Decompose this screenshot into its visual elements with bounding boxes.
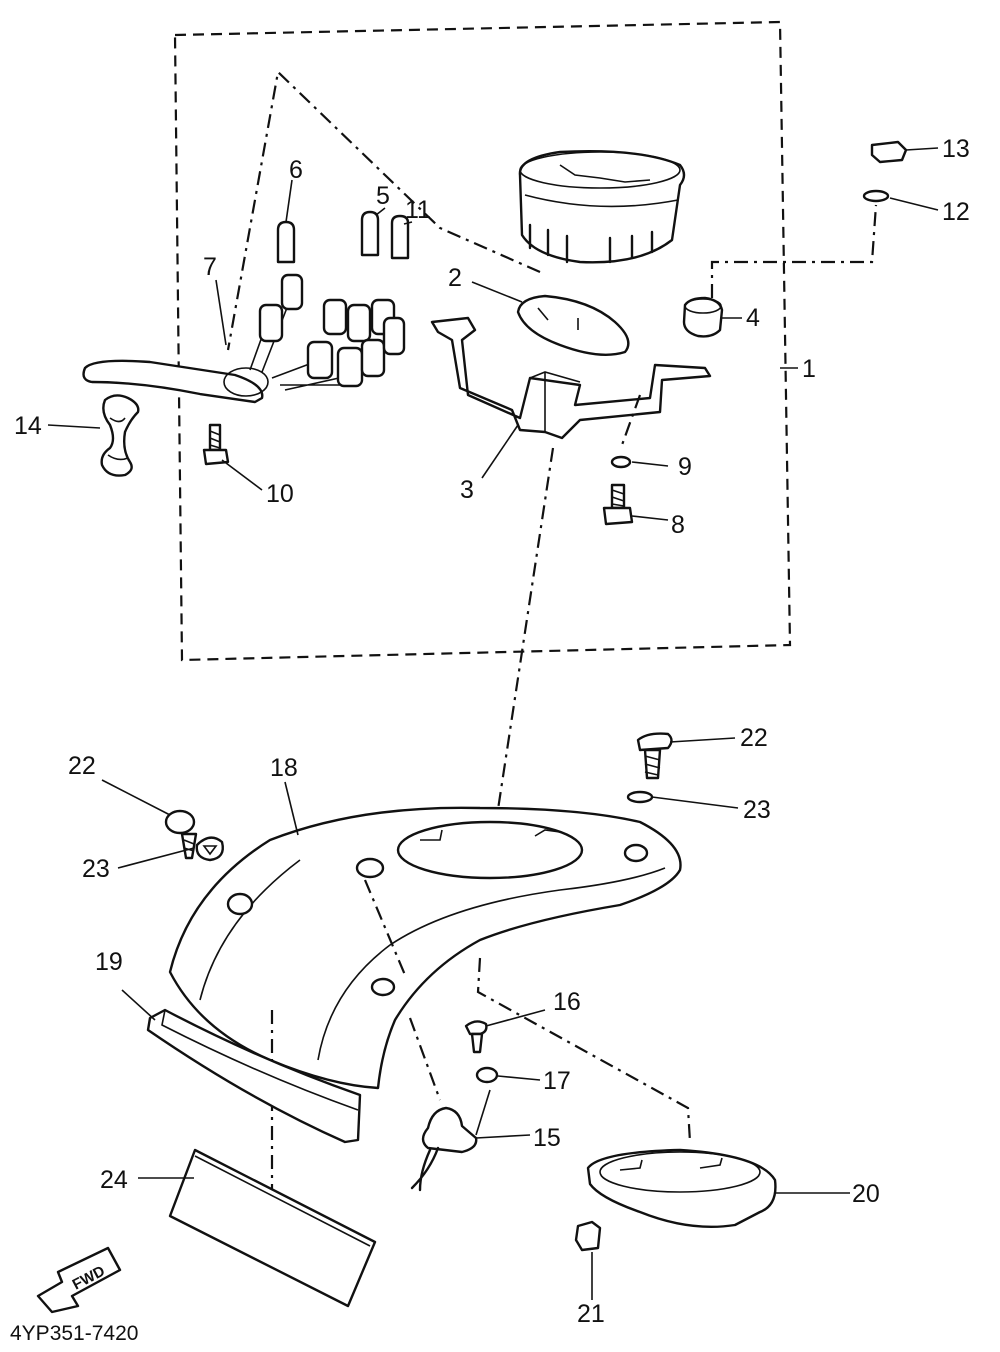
leader-lines (47, 147, 939, 1300)
callout-22-right: 22 (740, 724, 768, 752)
screw-16 (464, 1020, 488, 1054)
callout-11: 11 (405, 196, 431, 224)
callout-15: 15 (533, 1124, 561, 1152)
meter-bracket (430, 316, 712, 440)
callout-8: 8 (671, 511, 685, 539)
screw-10 (202, 423, 230, 466)
callout-20: 20 (852, 1180, 880, 1208)
callout-6: 6 (289, 156, 303, 184)
wire-harness (82, 273, 406, 404)
drawing-code: 4YP351-7420 (10, 1322, 138, 1345)
callout-22-left: 22 (68, 752, 96, 780)
callout-2: 2 (448, 264, 462, 292)
callout-12: 12 (942, 198, 970, 226)
clip-21 (574, 1220, 602, 1252)
washer-9 (610, 455, 632, 469)
callout-4: 4 (746, 304, 760, 332)
callout-23-right: 23 (743, 796, 771, 824)
nut-13 (870, 140, 908, 164)
callout-17: 17 (543, 1067, 571, 1095)
callout-23-left: 23 (82, 855, 110, 883)
washer-23-right (626, 790, 654, 804)
meter-cover-18 (168, 806, 682, 1090)
bulb-6 (276, 220, 296, 264)
washer-17 (475, 1066, 499, 1084)
panel-24 (168, 1148, 377, 1308)
washer-12 (862, 189, 890, 203)
callout-1: 1 (802, 355, 816, 383)
assembly-boundary (173, 20, 792, 662)
screw-22-left (164, 809, 198, 860)
bulb-5 (360, 210, 380, 257)
callout-7: 7 (203, 253, 217, 281)
grommet-23-left (195, 836, 224, 862)
callout-13: 13 (942, 135, 970, 163)
forward-arrow: FWD (36, 1246, 122, 1314)
callout-24: 24 (100, 1166, 128, 1194)
screw-22-right (636, 732, 673, 780)
callout-16: 16 (553, 988, 581, 1016)
callout-19: 19 (95, 948, 123, 976)
callout-21: 21 (577, 1300, 605, 1328)
callout-3: 3 (460, 476, 474, 504)
ring-20 (586, 1148, 777, 1228)
callout-10: 10 (266, 480, 294, 508)
seal-strip-19 (146, 1008, 362, 1144)
meter-unit (518, 150, 686, 264)
screw-8 (602, 483, 634, 526)
callout-9: 9 (678, 453, 692, 481)
callout-5: 5 (376, 182, 390, 210)
meter-gasket (516, 294, 630, 356)
callout-14: 14 (14, 412, 42, 440)
grommet-4 (682, 296, 724, 338)
clamp-14 (100, 394, 140, 477)
callout-18: 18 (270, 754, 298, 782)
